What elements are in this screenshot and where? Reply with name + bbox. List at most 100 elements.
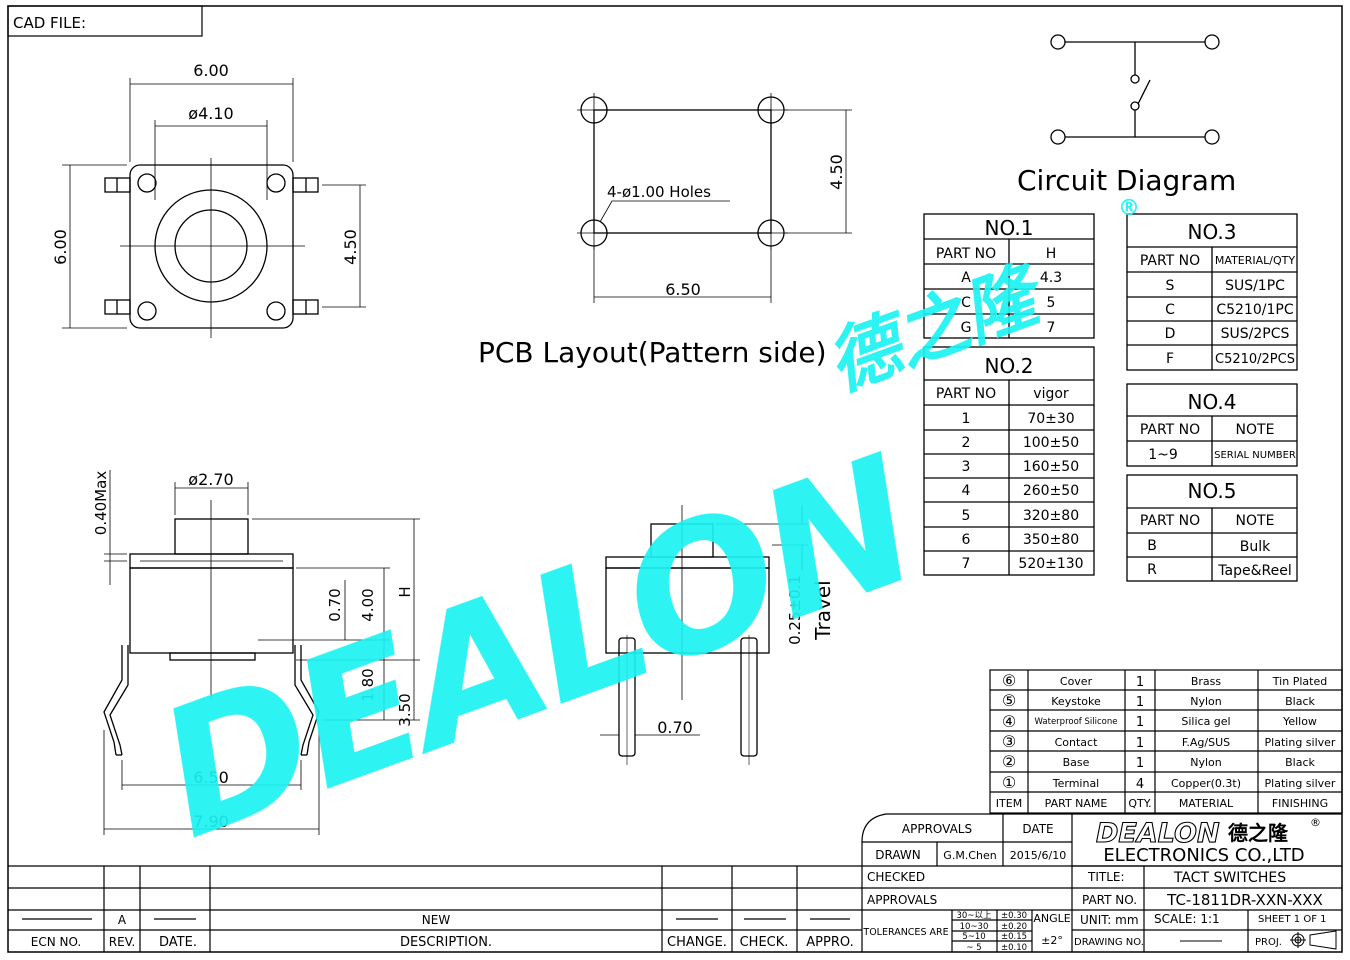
bom-part: Terminal	[1052, 777, 1100, 790]
bom-part: Contact	[1055, 736, 1098, 749]
dim-h: H	[396, 586, 414, 597]
side-view-2	[600, 505, 808, 765]
no1-header-h: H	[1046, 246, 1057, 262]
no5-header-part: PART NO	[1140, 513, 1200, 529]
tol-value: ±0.30	[1001, 911, 1027, 921]
no4-title: NO.4	[1188, 390, 1237, 414]
dim-top-width: 6.00	[193, 61, 229, 80]
dim-top-height: 6.00	[51, 229, 70, 265]
no5-header-note: NOTE	[1236, 513, 1275, 529]
no3-header-part: PART NO	[1140, 253, 1200, 269]
bom-part: Cover	[1060, 675, 1093, 688]
no2-cell: 1	[962, 411, 971, 427]
no2-cell: 350±80	[1023, 532, 1079, 548]
bom-material: Copper(0.3t)	[1171, 777, 1241, 790]
no4-cell: SERIAL NUMBER	[1214, 450, 1296, 461]
title-label: TITLE:	[1087, 870, 1125, 884]
no5-cell: Bulk	[1240, 539, 1271, 555]
bom-item: ⑥	[1002, 671, 1016, 690]
tol-range: 5~10	[962, 932, 985, 942]
tol-value: ±0.15	[1001, 932, 1027, 942]
no2-header-vigor: vigor	[1033, 386, 1069, 402]
bom-item: ⑤	[1002, 691, 1016, 710]
bom-material: Silica gel	[1181, 715, 1230, 728]
pcb-layout	[577, 93, 852, 303]
no1-cell: 4.3	[1040, 270, 1062, 286]
revision-header: DESCRIPTION.	[400, 935, 492, 950]
dim-travel-value: 0.25±0.1	[786, 575, 804, 645]
revision-header: DATE.	[159, 935, 197, 950]
proj-label: PROJ.	[1255, 937, 1282, 948]
no4-header-note: NOTE	[1236, 422, 1275, 438]
dim-350: 3.50	[396, 693, 414, 726]
no3-header-material: MATERIAL/QTY	[1215, 254, 1295, 267]
no2-cell: 4	[962, 483, 971, 499]
bom-qty: 1	[1136, 715, 1144, 730]
table-no2	[923, 346, 1095, 576]
projection-icon	[1290, 930, 1337, 950]
dim-travel-label: Travel	[811, 580, 835, 640]
bom-qty: 1	[1136, 736, 1144, 751]
no2-title: NO.2	[985, 354, 1034, 378]
bom-finishing: Plating silver	[1265, 736, 1336, 749]
drawn-by: G.M.Chen	[943, 849, 996, 862]
table-no4	[1126, 383, 1298, 467]
no2-cell: 320±80	[1023, 508, 1079, 524]
watermark: DEALON 德之隆 ®	[135, 196, 1140, 878]
side-view	[103, 470, 420, 835]
no5-cell: R	[1147, 562, 1157, 578]
revision-header: CHANGE.	[667, 935, 727, 950]
bom-header-item: ITEM	[996, 797, 1022, 810]
no5-cell: Tape&Reel	[1217, 563, 1291, 579]
watermark-cn: 德之隆	[816, 250, 1057, 406]
bom-material: Brass	[1191, 675, 1222, 688]
bom-finishing: Yellow	[1282, 715, 1317, 728]
no1-cell: G	[961, 320, 972, 336]
no3-cell: C5210/1PC	[1216, 302, 1293, 318]
bom-part: Base	[1063, 756, 1090, 769]
dim-180: 1.80	[359, 668, 377, 701]
table-no1	[923, 213, 1095, 339]
sheet-label: SHEET 1 OF 1	[1258, 914, 1327, 925]
company-logo-reg: ®	[1310, 816, 1321, 829]
tol-range: ~ 5	[966, 943, 981, 953]
part-no-label: PART NO.	[1082, 893, 1137, 907]
no3-cell: F	[1166, 351, 1174, 367]
dim-650: 6.50	[193, 768, 229, 787]
company-logo-cn: 德之隆	[1228, 821, 1289, 845]
no2-cell: 5	[962, 508, 971, 524]
no3-title: NO.3	[1188, 220, 1237, 244]
approvals-label: APPROVALS	[902, 822, 972, 836]
date-label: DATE	[1022, 822, 1053, 836]
no3-cell: D	[1165, 326, 1176, 342]
no2-cell: 160±50	[1023, 459, 1079, 475]
no3-cell: C	[1165, 302, 1175, 318]
bom-material: Nylon	[1190, 756, 1222, 769]
bom-item: ②	[1002, 752, 1016, 771]
drawing-no-label: DRAWING NO.	[1074, 937, 1144, 948]
tol-value: ±0.10	[1001, 943, 1027, 953]
no2-header-part: PART NO	[936, 386, 996, 402]
part-no-value: TC-1811DR-XXN-XXX	[1166, 891, 1323, 909]
bom-finishing: Plating silver	[1265, 777, 1336, 790]
no4-header-part: PART NO	[1140, 422, 1200, 438]
no3-cell: S	[1166, 278, 1175, 294]
no2-cell: 2	[962, 435, 971, 451]
no2-cell: 3	[962, 459, 971, 475]
revision-header: CHECK.	[740, 935, 789, 950]
bom-finishing: Black	[1285, 695, 1315, 708]
company-logo: DEALON 德之隆 ®	[1095, 816, 1321, 850]
no1-cell: 7	[1047, 320, 1056, 336]
bom-header-part: PART NAME	[1045, 797, 1108, 810]
table-no5	[1126, 474, 1298, 582]
dim-070: 0.70	[326, 588, 344, 621]
bom-material: Nylon	[1190, 695, 1222, 708]
dim-400: 4.00	[359, 588, 377, 621]
bom-header-qty: QTY.	[1128, 797, 1151, 810]
circuit-diagram-title: Circuit Diagram	[1017, 164, 1236, 197]
approvals2-label: APPROVALS	[867, 893, 937, 907]
dim-top-hole: ø4.10	[188, 104, 233, 123]
tolerances-label: TOLERANCES ARE	[862, 927, 948, 938]
dim-top-pitch: 4.50	[341, 229, 360, 265]
dim-pcb-horizontal: 6.50	[665, 280, 701, 299]
